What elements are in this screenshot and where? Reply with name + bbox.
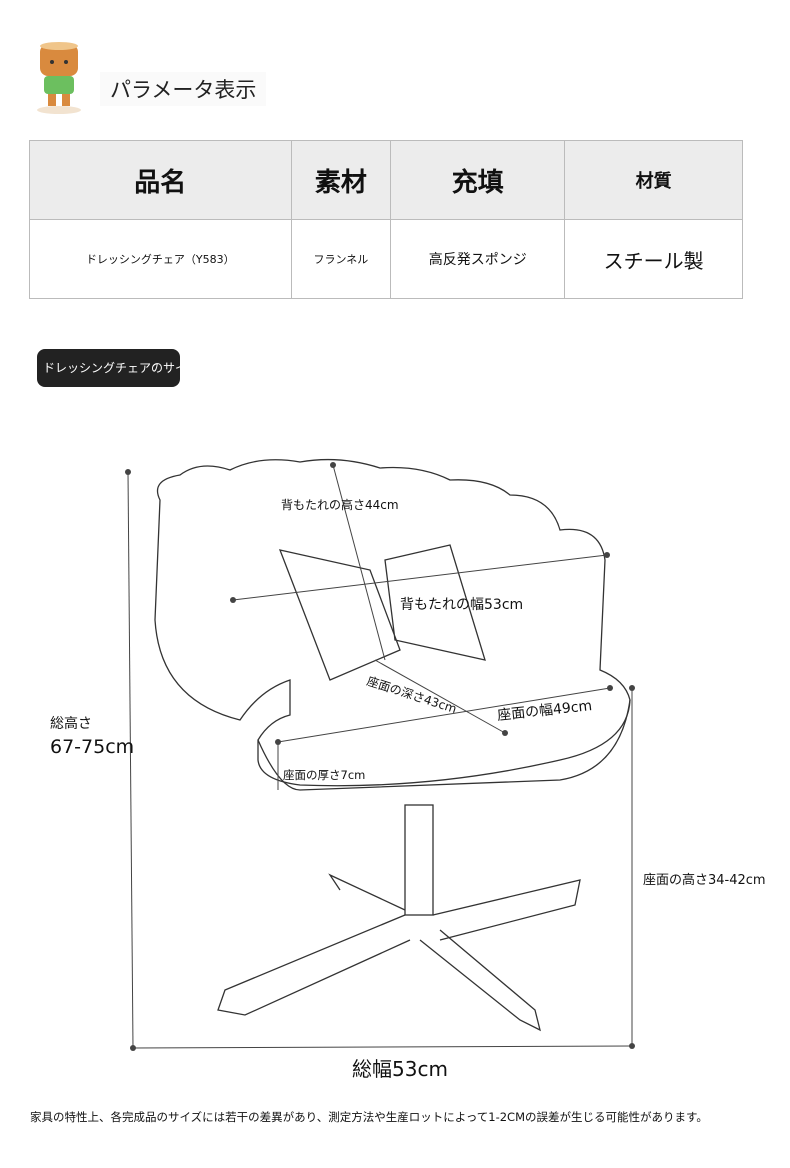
page-title: パラメータ表示 — [100, 72, 267, 106]
value-frame: スチール製 — [564, 219, 743, 299]
header-frame: 材質 — [564, 140, 743, 220]
total-width-label: 総幅53cm — [352, 1057, 448, 1081]
seat-thickness-label: 座面の厚さ7cm — [283, 768, 366, 782]
header-filling: 充填 — [390, 140, 566, 220]
total-height-label: 総高さ — [50, 716, 92, 732]
parameter-table: 品名 素材 充填 材質 ドレッシングチェア（Y583） フランネル 高反発スポン… — [29, 140, 743, 299]
value-product-name: ドレッシングチェア（Y583） — [29, 219, 292, 299]
seat-height-label: 座面の高さ34-42cm — [643, 873, 766, 888]
tree-stump-mascot-icon — [37, 42, 81, 114]
value-material: フランネル — [290, 219, 392, 299]
backrest-height-label: 背もたれの高さ44cm — [281, 498, 399, 512]
measurement-note: 家具の特性上、各完成品のサイズには若干の差異があり、測定方法や生産ロットによって… — [30, 1110, 708, 1124]
header-product-name: 品名 — [29, 140, 292, 220]
total-height-value: 67-75cm — [50, 736, 135, 758]
value-filling: 高反発スポンジ — [390, 219, 566, 299]
section-label: ドレッシングチェアのサイズ — [37, 349, 180, 387]
chair-diagram — [125, 458, 635, 1051]
backrest-width-label: 背もたれの幅53cm — [400, 597, 524, 613]
